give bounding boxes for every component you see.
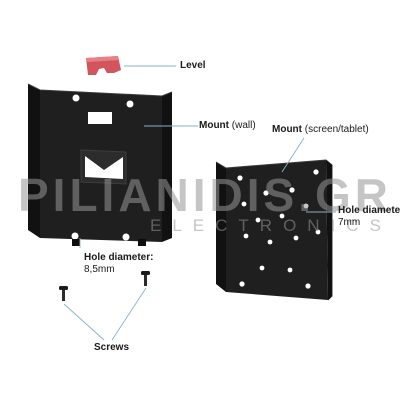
callout-lines (63, 65, 336, 341)
level-label: Level (180, 60, 206, 71)
wall-mount-plate (27, 83, 173, 246)
screw-left (59, 286, 68, 301)
hole-diameter-left: Hole diameter: 8,5mm (84, 252, 154, 275)
screws-label: Screws (94, 342, 130, 353)
screen-mount-plate (215, 159, 333, 301)
hole-diameter-right: Hole diameter: 7mm (338, 205, 400, 228)
level-part (86, 56, 121, 75)
mount-screen-label: Mount (screen/tablet) (272, 124, 369, 135)
screw-right (141, 271, 150, 286)
mount-wall-label: Mount (wall) (199, 120, 256, 131)
